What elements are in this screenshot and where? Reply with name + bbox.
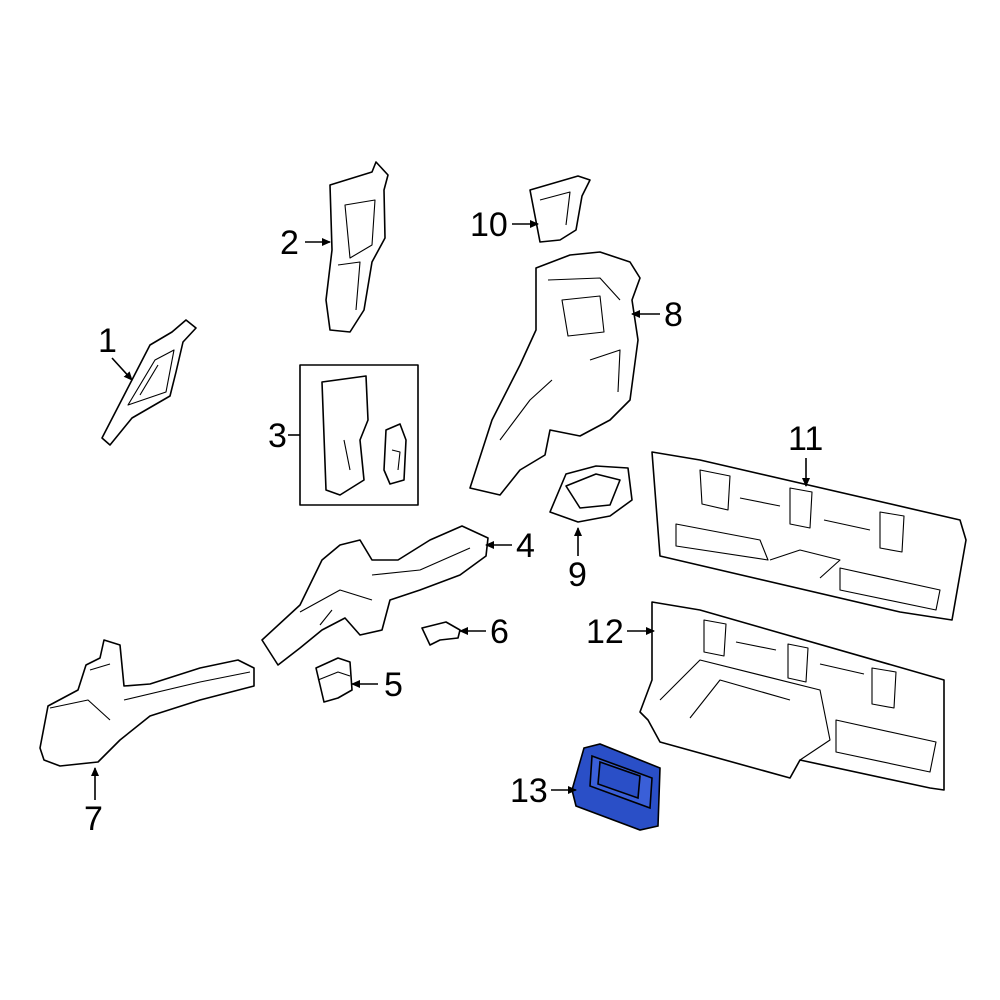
callout-11[interactable]: 11 bbox=[788, 420, 823, 458]
callout-labels: 1 2 3 4 5 6 7 8 9 10 11 12 13 bbox=[84, 206, 823, 838]
part-10-bracket[interactable] bbox=[529, 175, 591, 243]
part-9-duct[interactable] bbox=[549, 465, 633, 523]
leader-1 bbox=[111, 357, 133, 381]
callout-12[interactable]: 12 bbox=[586, 613, 624, 651]
part-2-upper-pillar[interactable] bbox=[325, 161, 389, 333]
part-5-bracket[interactable] bbox=[315, 657, 353, 703]
leader-lines bbox=[91, 220, 810, 800]
part-8-quarter-trim[interactable] bbox=[469, 251, 641, 496]
part-6-clip[interactable] bbox=[421, 621, 461, 646]
part-7-wheelhouse[interactable] bbox=[39, 639, 255, 767]
part-13-tray-highlighted[interactable] bbox=[571, 743, 661, 831]
callout-3[interactable]: 3 bbox=[268, 417, 287, 455]
callout-13[interactable]: 13 bbox=[510, 772, 548, 810]
callout-4[interactable]: 4 bbox=[516, 527, 535, 565]
callout-7[interactable]: 7 bbox=[84, 800, 103, 838]
part-1-pillar-trim[interactable] bbox=[101, 319, 197, 446]
callout-8[interactable]: 8 bbox=[664, 296, 683, 334]
part-4-rear-rail[interactable] bbox=[261, 525, 489, 666]
callout-2[interactable]: 2 bbox=[280, 224, 299, 262]
callout-5[interactable]: 5 bbox=[384, 666, 403, 704]
callout-9[interactable]: 9 bbox=[568, 556, 587, 594]
part-3-kit-box[interactable] bbox=[299, 364, 419, 506]
part-11-back-panel[interactable] bbox=[651, 451, 967, 621]
callout-6[interactable]: 6 bbox=[490, 613, 509, 651]
part-12-lower-panel[interactable] bbox=[639, 601, 945, 791]
callout-1[interactable]: 1 bbox=[98, 322, 117, 360]
callout-10[interactable]: 10 bbox=[470, 206, 508, 244]
